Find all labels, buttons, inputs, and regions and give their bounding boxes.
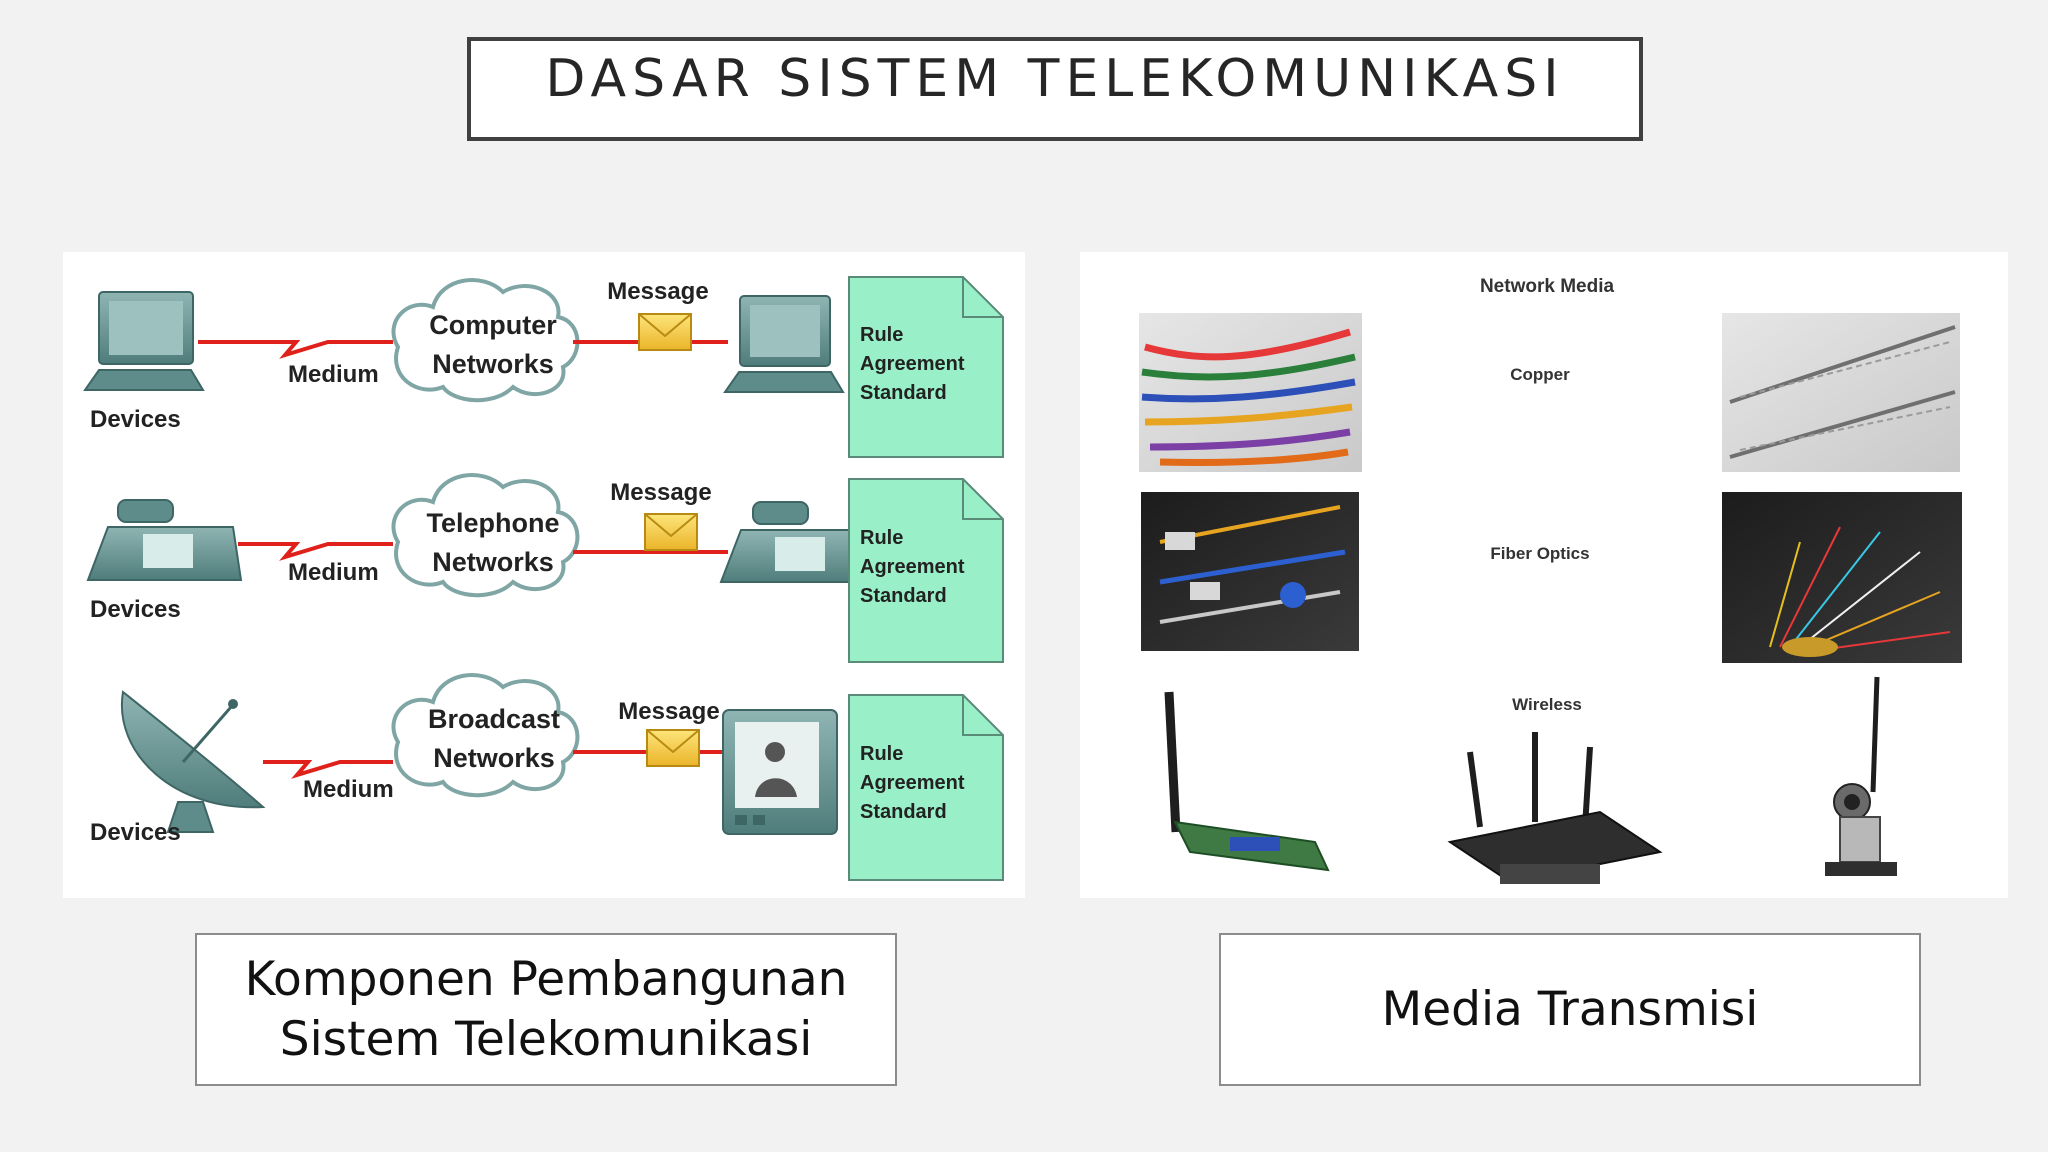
communication-components-diagram: Devices Medium Computer Networks Message	[63, 252, 1025, 898]
rule-document-icon	[848, 478, 1004, 663]
message-label: Message	[607, 278, 708, 305]
standard-text: Standard	[860, 585, 947, 607]
wireless-router-photo	[1447, 732, 1663, 884]
fiber-optics-label: Fiber Optics	[1490, 544, 1589, 563]
slide-title: DASAR SISTEM TELEKOMUNIKASI	[545, 49, 1565, 109]
cloud-icon	[391, 473, 580, 598]
rule-text: Rule	[860, 527, 903, 549]
slide-title-box: DASAR SISTEM TELEKOMUNIKASI	[467, 37, 1643, 141]
network-name-line2: Networks	[432, 547, 554, 577]
network-name-line1: Broadcast	[428, 704, 560, 734]
twisted-pair-photo	[1722, 313, 1960, 472]
agreement-text: Agreement	[860, 556, 965, 578]
row-computer-networks: Devices Medium Computer Networks Message	[83, 276, 1004, 458]
network-name-line2: Networks	[432, 349, 554, 379]
medium-line	[238, 542, 393, 561]
fiber-strands-photo	[1722, 492, 1962, 663]
satellite-dish-icon	[120, 690, 266, 833]
row-broadcast-networks: Devices Medium Broadcast Networks Messag…	[90, 673, 1004, 881]
devices-label: Devices	[90, 596, 181, 623]
message-label: Message	[610, 479, 711, 506]
rule-text: Rule	[860, 743, 903, 765]
components-caption-line2: Sistem Telekomunikasi	[279, 1011, 813, 1067]
medium-line	[263, 760, 393, 779]
standard-text: Standard	[860, 382, 947, 404]
rule-text: Rule	[860, 324, 903, 346]
telephone-icon	[86, 499, 243, 581]
transmission-media-caption-box: Media Transmisi	[1219, 933, 1921, 1086]
components-caption-box: Komponen Pembangunan Sistem Telekomunika…	[195, 933, 897, 1086]
envelope-icon	[644, 513, 698, 551]
computer-icon	[723, 295, 845, 393]
computer-icon	[83, 291, 205, 391]
network-media-diagram: Network Media Copper	[1080, 252, 2008, 898]
rule-document-icon	[848, 694, 1004, 881]
rule-document-icon	[848, 276, 1004, 458]
fiber-connectors-photo	[1141, 492, 1359, 651]
copper-cables-photo	[1139, 313, 1362, 472]
television-icon	[722, 709, 838, 835]
message-label: Message	[618, 698, 719, 725]
network-name-line2: Networks	[433, 743, 555, 773]
network-name-line1: Computer	[429, 310, 557, 340]
row-telephone-networks: Devices Medium Telephone Networks Messag…	[86, 473, 1004, 663]
envelope-icon	[638, 313, 692, 351]
transmission-media-caption: Media Transmisi	[1381, 981, 1759, 1037]
components-caption-line1: Komponen Pembangunan	[244, 951, 848, 1007]
network-name-line1: Telephone	[426, 508, 559, 538]
wireless-label: Wireless	[1512, 695, 1582, 714]
medium-line	[198, 340, 393, 359]
copper-label: Copper	[1510, 365, 1570, 384]
envelope-icon	[646, 729, 700, 767]
agreement-text: Agreement	[860, 772, 965, 794]
devices-label: Devices	[90, 819, 181, 846]
medium-label: Medium	[303, 776, 394, 803]
cloud-icon	[391, 278, 580, 403]
telephone-icon	[719, 501, 854, 583]
cloud-icon	[391, 673, 580, 798]
agreement-text: Agreement	[860, 353, 965, 375]
devices-label: Devices	[90, 406, 181, 433]
medium-label: Medium	[288, 559, 379, 586]
network-media-heading: Network Media	[1480, 276, 1615, 297]
standard-text: Standard	[860, 801, 947, 823]
medium-label: Medium	[288, 361, 379, 388]
wireless-webcam-photo	[1825, 676, 1897, 876]
wireless-card-photo	[1164, 691, 1330, 872]
